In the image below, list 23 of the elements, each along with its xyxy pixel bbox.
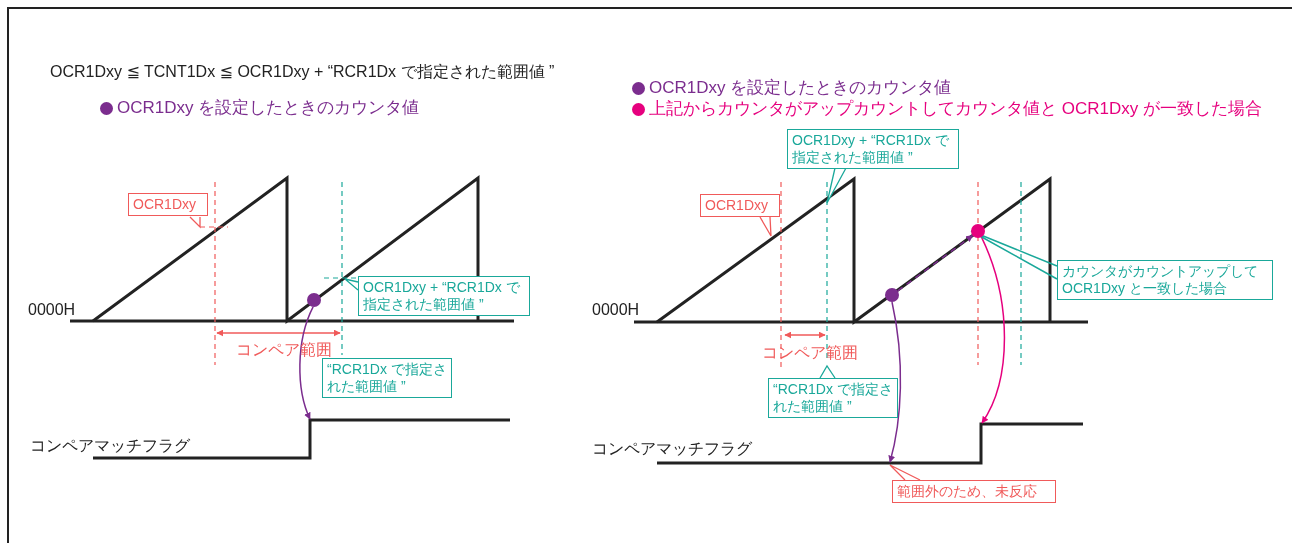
marker-dot: [885, 288, 899, 302]
axis-label: 0000H: [28, 300, 76, 320]
callout: “RCR1Dx で指定された範囲値 ”: [322, 358, 452, 398]
arrow: [980, 236, 1006, 424]
marker-dot: [307, 293, 321, 307]
arrow: [299, 306, 314, 420]
callout: OCR1Dxy + “RCR1Dx で指定された範囲値 ”: [358, 276, 530, 316]
axis-label: 0000H: [592, 300, 640, 320]
formula-text: OCR1Dxy ≦ TCNT1Dx ≦ OCR1Dxy + “RCR1Dx で指定された範囲値 ”: [50, 62, 555, 82]
arrow: [896, 234, 974, 292]
legend-text: 上記からカウンタがアップカウントしてカウンタ値と OCR1Dxy が一致した場合: [649, 99, 1262, 119]
signal-label: コンペアマッチフラグ: [30, 436, 190, 456]
signal-label: コンペアマッチフラグ: [592, 439, 752, 459]
range-label: コンペア範囲: [762, 343, 858, 363]
callout: カウンタがカウントアップしてOCR1Dxy と一致した場合: [1057, 260, 1273, 300]
flag-waveform: [93, 418, 510, 460]
legend-text: OCR1Dxy を設定したときのカウンタ値: [649, 78, 952, 98]
arrow: [888, 301, 902, 463]
flag-waveform: [657, 422, 1083, 465]
range-label: コンペア範囲: [236, 340, 332, 360]
legend-text: OCR1Dxy を設定したときのカウンタ値: [117, 98, 420, 118]
callout: “RCR1Dx で指定された範囲値 ”: [768, 378, 898, 418]
marker-dot: [971, 224, 985, 238]
